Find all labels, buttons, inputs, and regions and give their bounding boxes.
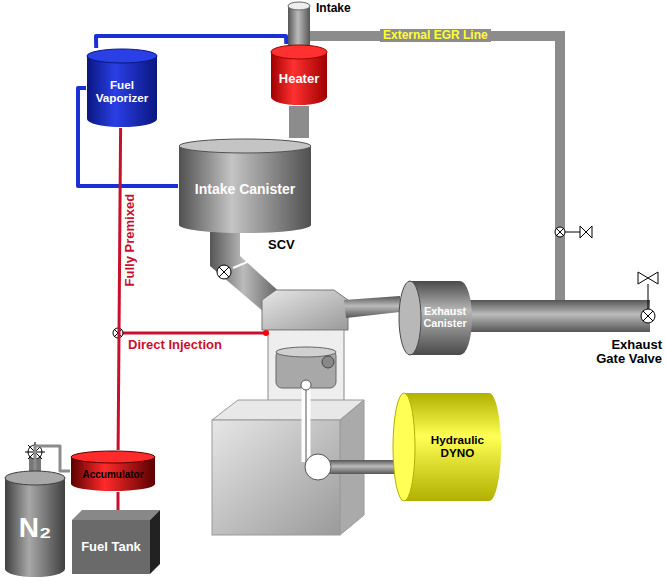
connecting-rod [302,385,311,462]
crank [305,454,331,480]
art-part [306,385,307,462]
pipe-connector [117,492,120,510]
cylinder-face [393,393,415,501]
egr-line [310,36,560,304]
art-part [276,347,336,357]
art-part [322,356,334,368]
node-text: Hydraulic DYNO [416,434,499,460]
fuel-vaporizer: Fuel Vaporizer [86,48,158,128]
egr-valve [555,226,592,238]
hydraulic-dyno: Hydraulic DYNO [392,392,502,502]
cylinder-body [271,52,327,105]
art-part [580,226,592,238]
pipe-connector [118,128,121,450]
exhaust-pipe [462,300,650,332]
art-part [638,272,658,284]
exhaust-canister: Exhaust Canister [398,280,473,356]
art-part [556,228,580,236]
scv-label: SCV [268,238,295,252]
cylinder-top [5,471,65,485]
accumulator: Accumulator [70,450,156,492]
gate-valve-label: Exhaust Gate Valve [582,338,662,367]
premixed-label: Fully Premixed [123,194,137,286]
crankcase-front [212,420,340,535]
text-area: Intake Canister [181,154,309,226]
text-area: Heater [273,60,325,98]
intake-label: Intake [316,2,351,15]
cylinder-body [179,146,311,233]
cylinder-head [262,290,348,330]
cylinder-face [399,281,421,355]
box-side [150,510,160,574]
n2-cylinder: N₂ [4,470,66,578]
node-text: Fuel Tank [81,540,141,554]
text-area: Hydraulic DYNO [416,395,499,499]
text-area: N₂ [7,486,63,570]
exhaust-port [344,296,400,318]
node-text: Exhaust Canister [420,306,470,330]
pipe-connector [289,106,309,138]
cylinder-body [5,478,65,577]
exhaust-gate-valve [638,272,658,323]
intake-canister: Intake Canister [178,138,312,234]
swirl-control-valve [217,265,231,279]
node-text: Intake Canister [195,182,295,197]
cylinder-body [87,56,157,127]
art-part [643,284,653,321]
box-top [72,510,160,520]
cylinder-top [87,49,157,63]
node-text: Heater [279,72,319,86]
text-area: Fuel Tank [75,523,147,571]
node-text: Accumulator [82,469,143,480]
intake-pipe [288,6,310,46]
text-area: Fuel Vaporizer [89,64,155,120]
pipe-connector [35,446,70,471]
fuel-tank: Fuel Tank [72,510,160,574]
cylinder-top [179,139,311,153]
direct-injection-line [118,332,264,335]
direct-injection-label: Direct Injection [128,338,222,352]
cylinder-top [71,451,155,463]
scv-leader [233,254,266,268]
crankcase-top [212,400,364,420]
box-front [72,520,150,574]
node-text: Fuel Vaporizer [89,79,155,105]
art-part [217,265,231,279]
art-part [301,380,311,390]
art-part [219,267,229,277]
cylinder-top [271,45,327,59]
intake-opening [288,2,310,10]
cylinder-body [404,393,501,501]
text-area: Exhaust Canister [420,283,470,353]
text-area: Accumulator [73,464,153,485]
node-text: N₂ [19,513,52,544]
egr-line-label: External EGR Line [380,29,491,42]
heater: Heater [270,44,328,106]
pipe-connector [96,36,286,48]
